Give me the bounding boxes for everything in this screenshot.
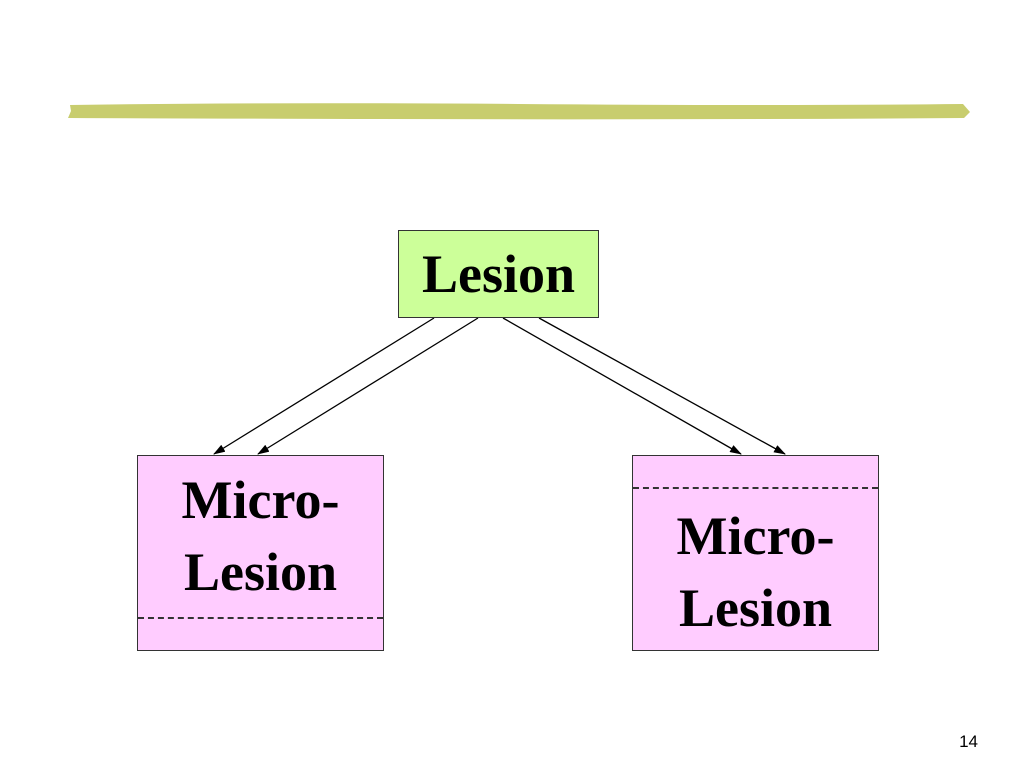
arrow-root-to-left-inner (257, 317, 479, 455)
micro-lesion-right-line2: Lesion (678, 578, 833, 638)
lesion-box: Lesion (398, 230, 599, 318)
title-underline-bar (68, 103, 970, 120)
dashed-divider-left (138, 617, 383, 619)
title-underline-bar-shape (68, 103, 970, 120)
dashed-divider-right (633, 487, 878, 489)
arrow-root-to-right-outer (538, 317, 786, 455)
micro-lesion-box-left: Micro- Lesion (137, 455, 384, 651)
arrow-root-to-right-inner (502, 317, 742, 455)
micro-lesion-label-right: Micro- Lesion (633, 500, 878, 644)
micro-lesion-box-right: Micro- Lesion (632, 455, 879, 651)
micro-lesion-left-line1: Micro- (181, 470, 340, 530)
lesion-label: Lesion (421, 244, 576, 304)
micro-lesion-label-left: Micro- Lesion (138, 464, 383, 608)
micro-lesion-right-line1: Micro- (676, 506, 835, 566)
micro-lesion-left-line2: Lesion (183, 542, 338, 602)
arrow-root-to-left-outer (213, 317, 435, 455)
page-number: 14 (959, 732, 978, 751)
